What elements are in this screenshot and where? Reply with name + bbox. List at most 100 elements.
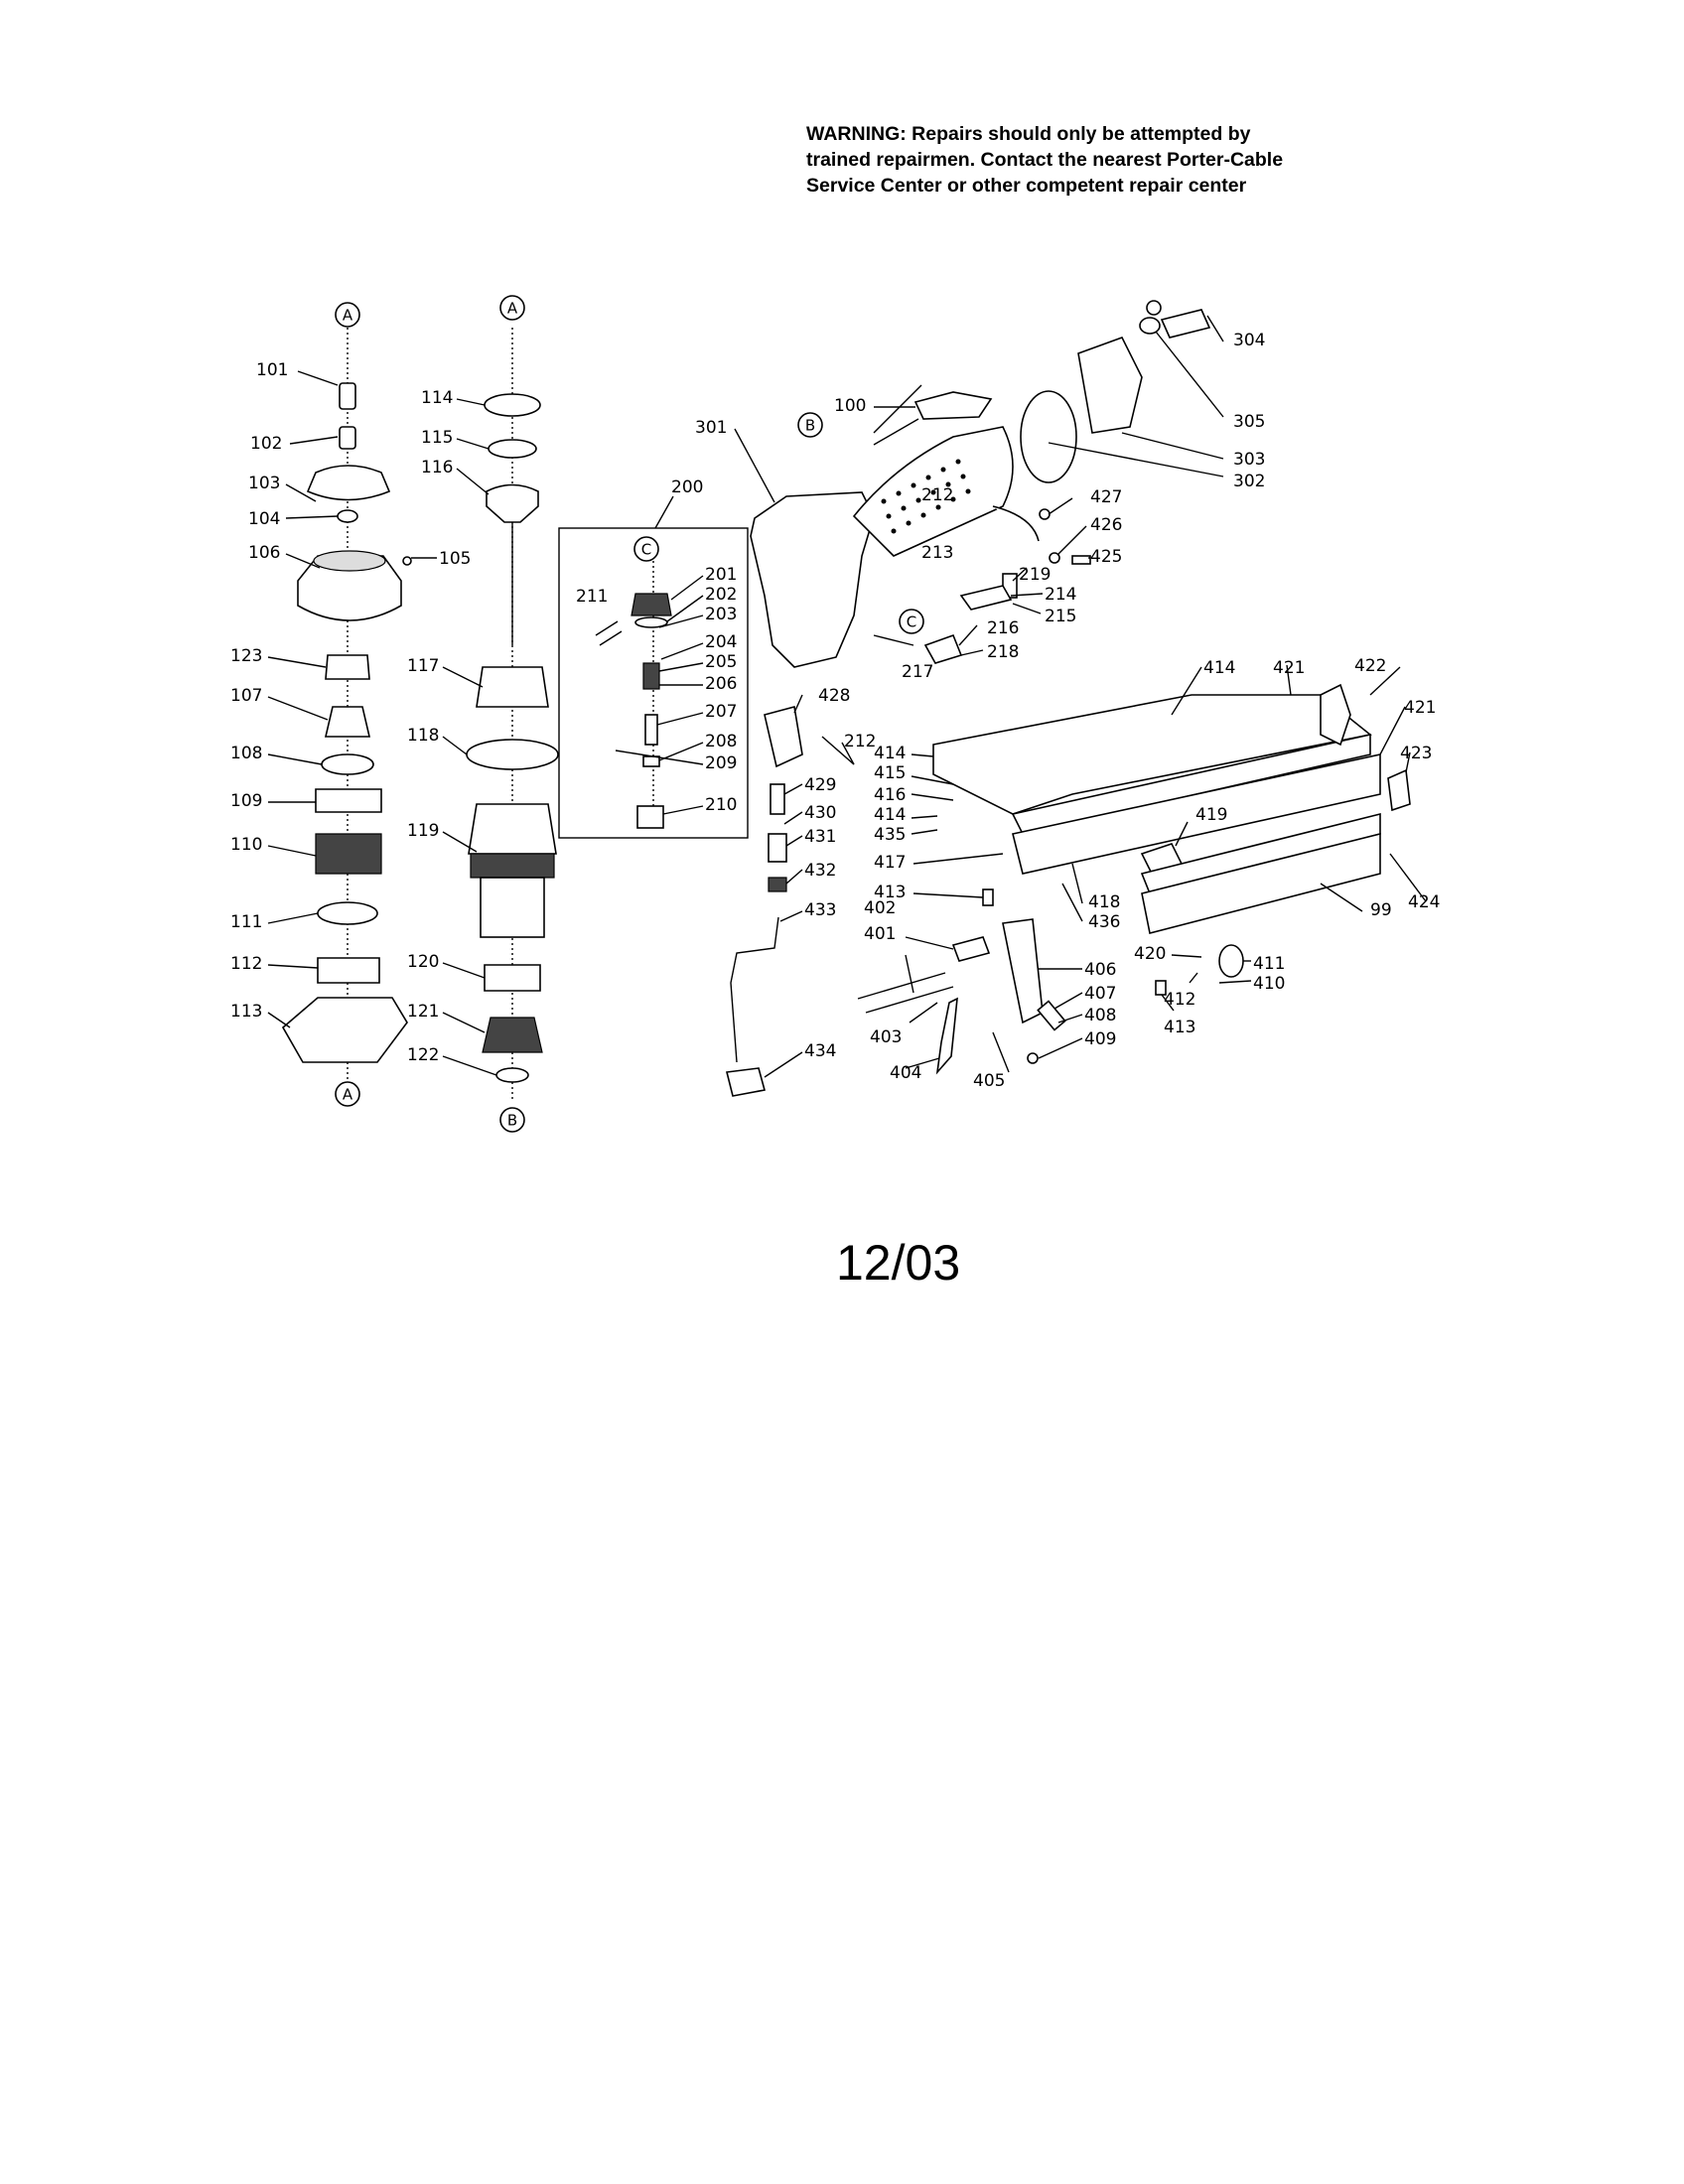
callout-413-a: 413 [874,883,906,902]
ref-circle-a-top-mid [499,295,525,321]
part-207-spring [644,714,658,746]
part-119-cylinder-top [468,803,557,855]
callout-112: 112 [230,954,262,974]
part-110-seal-assembly [315,833,382,875]
callout-203: 203 [705,605,737,624]
ref-label: C [641,541,651,559]
callout-408: 408 [1084,1006,1116,1025]
callout-207: 207 [705,702,737,722]
callout-431: 431 [804,827,836,847]
part-302-oring [1020,390,1077,483]
part-114-ring [484,393,541,417]
fitting-cap [1146,300,1162,316]
callout-425: 425 [1090,547,1122,567]
part-409-screw [1027,1052,1039,1064]
callout-407: 407 [1084,984,1116,1004]
callout-214: 214 [1045,585,1076,605]
warning-line-2: trained repairmen. Contact the nearest P… [806,149,1284,171]
part-422-plate [1320,683,1351,747]
ref-circle-c-body [899,609,924,634]
callout-110: 110 [230,835,262,855]
ref-circle-a-bottom [335,1081,360,1107]
part-108-oring [321,753,374,775]
callout-401: 401 [864,924,896,944]
callout-423: 423 [1400,744,1432,763]
ref-circle-b-bottom [499,1107,525,1133]
part-201-valve-cap [631,593,672,616]
callout-403: 403 [870,1027,902,1047]
callout-114: 114 [421,388,453,408]
callout-302: 302 [1233,472,1265,491]
callout-420: 420 [1134,944,1166,964]
callout-105: 105 [439,549,471,569]
callout-406: 406 [1084,960,1116,980]
callout-409: 409 [1084,1029,1116,1049]
callout-204: 204 [705,632,737,652]
callout-430: 430 [804,803,836,823]
part-117-bumper [476,666,549,708]
callout-216: 216 [987,618,1019,638]
callout-200: 200 [671,478,703,497]
part-99-magazine [1141,832,1381,934]
part-423-latch [1387,768,1411,812]
callout-218: 218 [987,642,1019,662]
part-119-cylinder-body [480,877,545,938]
revision-date: 12/03 [836,1235,961,1291]
part-200-group-box [558,527,749,839]
part-109-ring [315,788,382,813]
exploded-parts-diagram: A A A B [230,295,1440,1133]
callout-numbers: 101 102 103 104 106 105 123 107 108 109 … [230,331,1440,1091]
part-301-housing [750,491,875,668]
ref-circle-c-box [633,536,659,562]
warning-line-1: WARNING: Repairs should only be attempte… [806,123,1251,145]
callout-424: 424 [1408,892,1440,912]
callout-leaders [267,315,1427,1078]
callout-415: 415 [874,763,906,783]
part-415-rail [1011,734,1371,835]
part-411-knob [1218,944,1244,978]
part-214-bracket [959,585,1013,611]
ref-label: A [343,1086,353,1104]
callout-419: 419 [1195,805,1227,825]
part-304-fitting [1160,309,1211,339]
callout-113: 113 [230,1002,262,1022]
part-432-seal [768,877,787,892]
callout-301: 301 [695,418,727,438]
callout-104: 104 [248,509,280,529]
callout-212-upper: 212 [921,485,953,505]
part-202-oring [634,616,668,628]
ref-circle-a-top-left [335,302,360,328]
callout-209: 209 [705,753,737,773]
ref-label: B [805,417,815,435]
cap-assembly-column: A A [281,302,412,1107]
part-100-pad [913,391,993,420]
part-111-oring [317,901,378,925]
part-107-valve [324,706,371,738]
part-104-washer [337,509,358,523]
callout-121: 121 [407,1002,439,1022]
callout-212-lower: 212 [844,732,876,751]
part-433-rod [730,916,779,1063]
handle-bracket [992,505,1040,542]
part-417-channel [1012,753,1381,875]
ref-label: A [343,307,353,325]
part-119-cylinder-band [470,853,555,879]
part-425-screw [1071,555,1091,565]
callout-208: 208 [705,732,737,751]
part-112-ring [317,957,380,984]
part-303-end-cap [1077,337,1143,434]
part-404-arm [935,997,958,1075]
callout-410: 410 [1253,974,1285,994]
callout-202: 202 [705,585,737,605]
callout-405: 405 [973,1071,1005,1091]
callout-414-a: 414 [874,744,906,763]
part-106-cap [297,555,402,621]
part-434-knob [726,1067,767,1097]
warning-line-3: Service Center or other competent repair… [806,175,1247,197]
callout-219: 219 [1019,565,1051,585]
callout-120: 120 [407,952,439,972]
callout-404: 404 [890,1063,921,1083]
callout-109: 109 [230,791,262,811]
part-122-washer [495,1067,529,1083]
callout-411: 411 [1253,954,1285,974]
